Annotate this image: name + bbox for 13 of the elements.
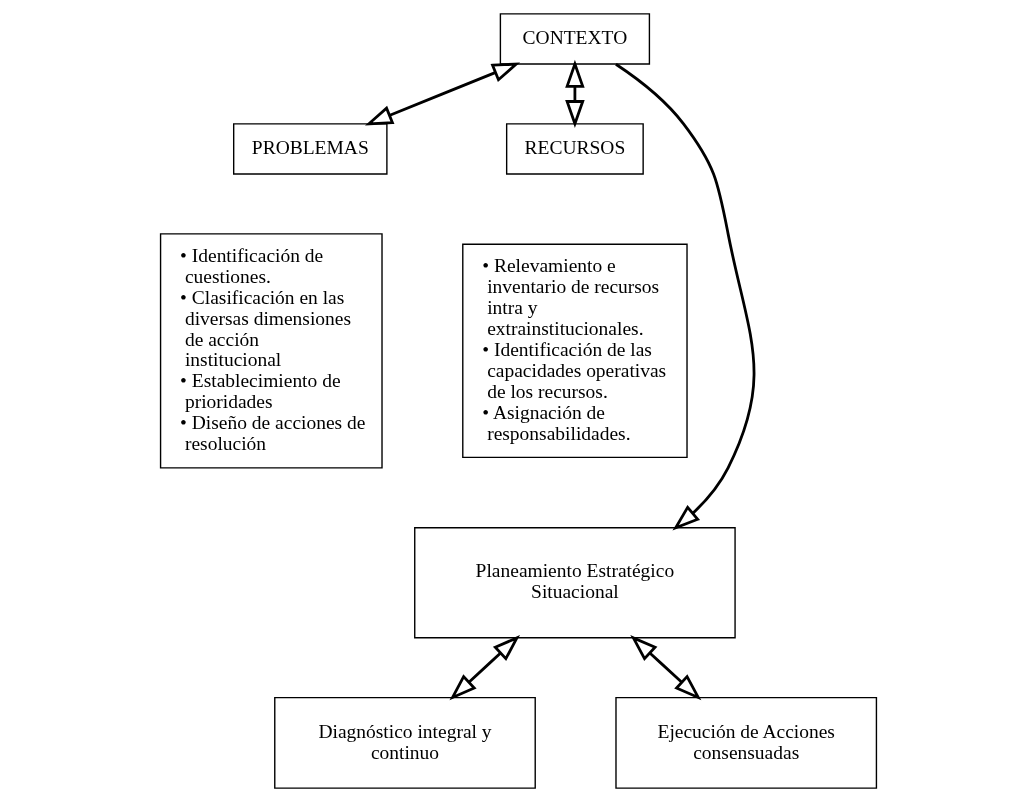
node-box: Ejecución de Acciones consensuadas (614, 696, 877, 789)
node-box: PROBLEMAS (232, 123, 388, 175)
arrow (629, 635, 701, 701)
node-box: • Identificación de cuestiones. • Clasificación en las diversas dimensiones de acción institucional • Establecimiento de prioridades • Diseño de acciones de resolución (159, 233, 383, 469)
arrow (364, 62, 520, 126)
arrow (564, 59, 585, 128)
node-box: RECURSOS (505, 123, 644, 175)
node-box: Planeamiento Estratégico Situacional (413, 527, 736, 639)
node-box: • Relevamiento e inventario de recursos intra y extrainstitucionales. • Identificación de las capacidades operativas de los recursos. • Asignación de responsabilidades. (461, 243, 688, 459)
arrow (614, 63, 755, 531)
arrow (448, 635, 520, 701)
node-box: CONTEXTO (499, 13, 650, 65)
node-box: Diagnóstico integral y continuo (273, 696, 536, 789)
